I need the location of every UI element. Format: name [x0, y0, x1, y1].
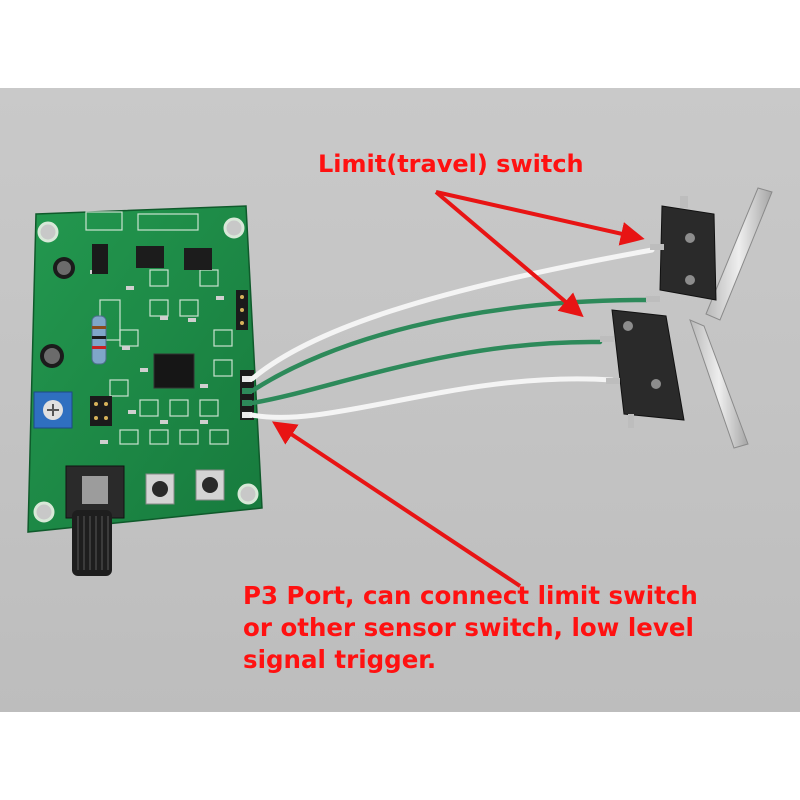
p3-annotation-line-1: P3 Port, can connect limit switch: [243, 581, 698, 610]
mounting-hole: [223, 217, 245, 239]
p3-connector: [240, 370, 254, 420]
limit-micro-switch: [646, 187, 773, 321]
speed-potentiometer: [65, 465, 125, 576]
p3-port-annotation: P3 Port, can connect limit switch or oth…: [243, 580, 800, 676]
tactile-button: [145, 473, 175, 505]
electrolytic-capacitor: [53, 257, 75, 279]
arrow-to-lower-switch: [434, 190, 584, 318]
driver-ic: [136, 246, 164, 268]
wires: [249, 247, 655, 420]
white-wire: [249, 247, 655, 382]
tactile-button: [195, 469, 225, 501]
mounting-hole: [33, 501, 55, 523]
photo-scene: [27, 187, 773, 588]
green-wire: [249, 339, 603, 406]
mounting-hole: [237, 483, 259, 505]
voltage-regulator-ic: [92, 244, 108, 274]
switch-lever: [705, 187, 773, 321]
arrow-to-p3-port: [272, 421, 522, 588]
arrow-to-upper-switch: [435, 190, 645, 246]
driver-ic: [184, 248, 212, 270]
microcontroller-chip: [153, 353, 195, 389]
p3-annotation-line-3: signal trigger.: [243, 645, 437, 674]
electrolytic-capacitor: [40, 344, 64, 368]
pin-header: [90, 396, 112, 426]
mounting-hole: [37, 221, 59, 243]
limit-micro-switch: [600, 309, 749, 449]
switch-lever: [689, 319, 749, 449]
trimmer-potentiometer: [33, 391, 73, 429]
motor-driver-pcb: [27, 205, 263, 576]
through-hole-resistor: [91, 315, 107, 365]
annotation-arrows: [272, 190, 645, 588]
pin-header: [236, 290, 248, 330]
p3-annotation-line-2: or other sensor switch, low level: [243, 613, 694, 642]
product-photo: [0, 88, 800, 712]
limit-switch-annotation: Limit(travel) switch: [318, 150, 584, 178]
white-wire: [249, 376, 615, 420]
